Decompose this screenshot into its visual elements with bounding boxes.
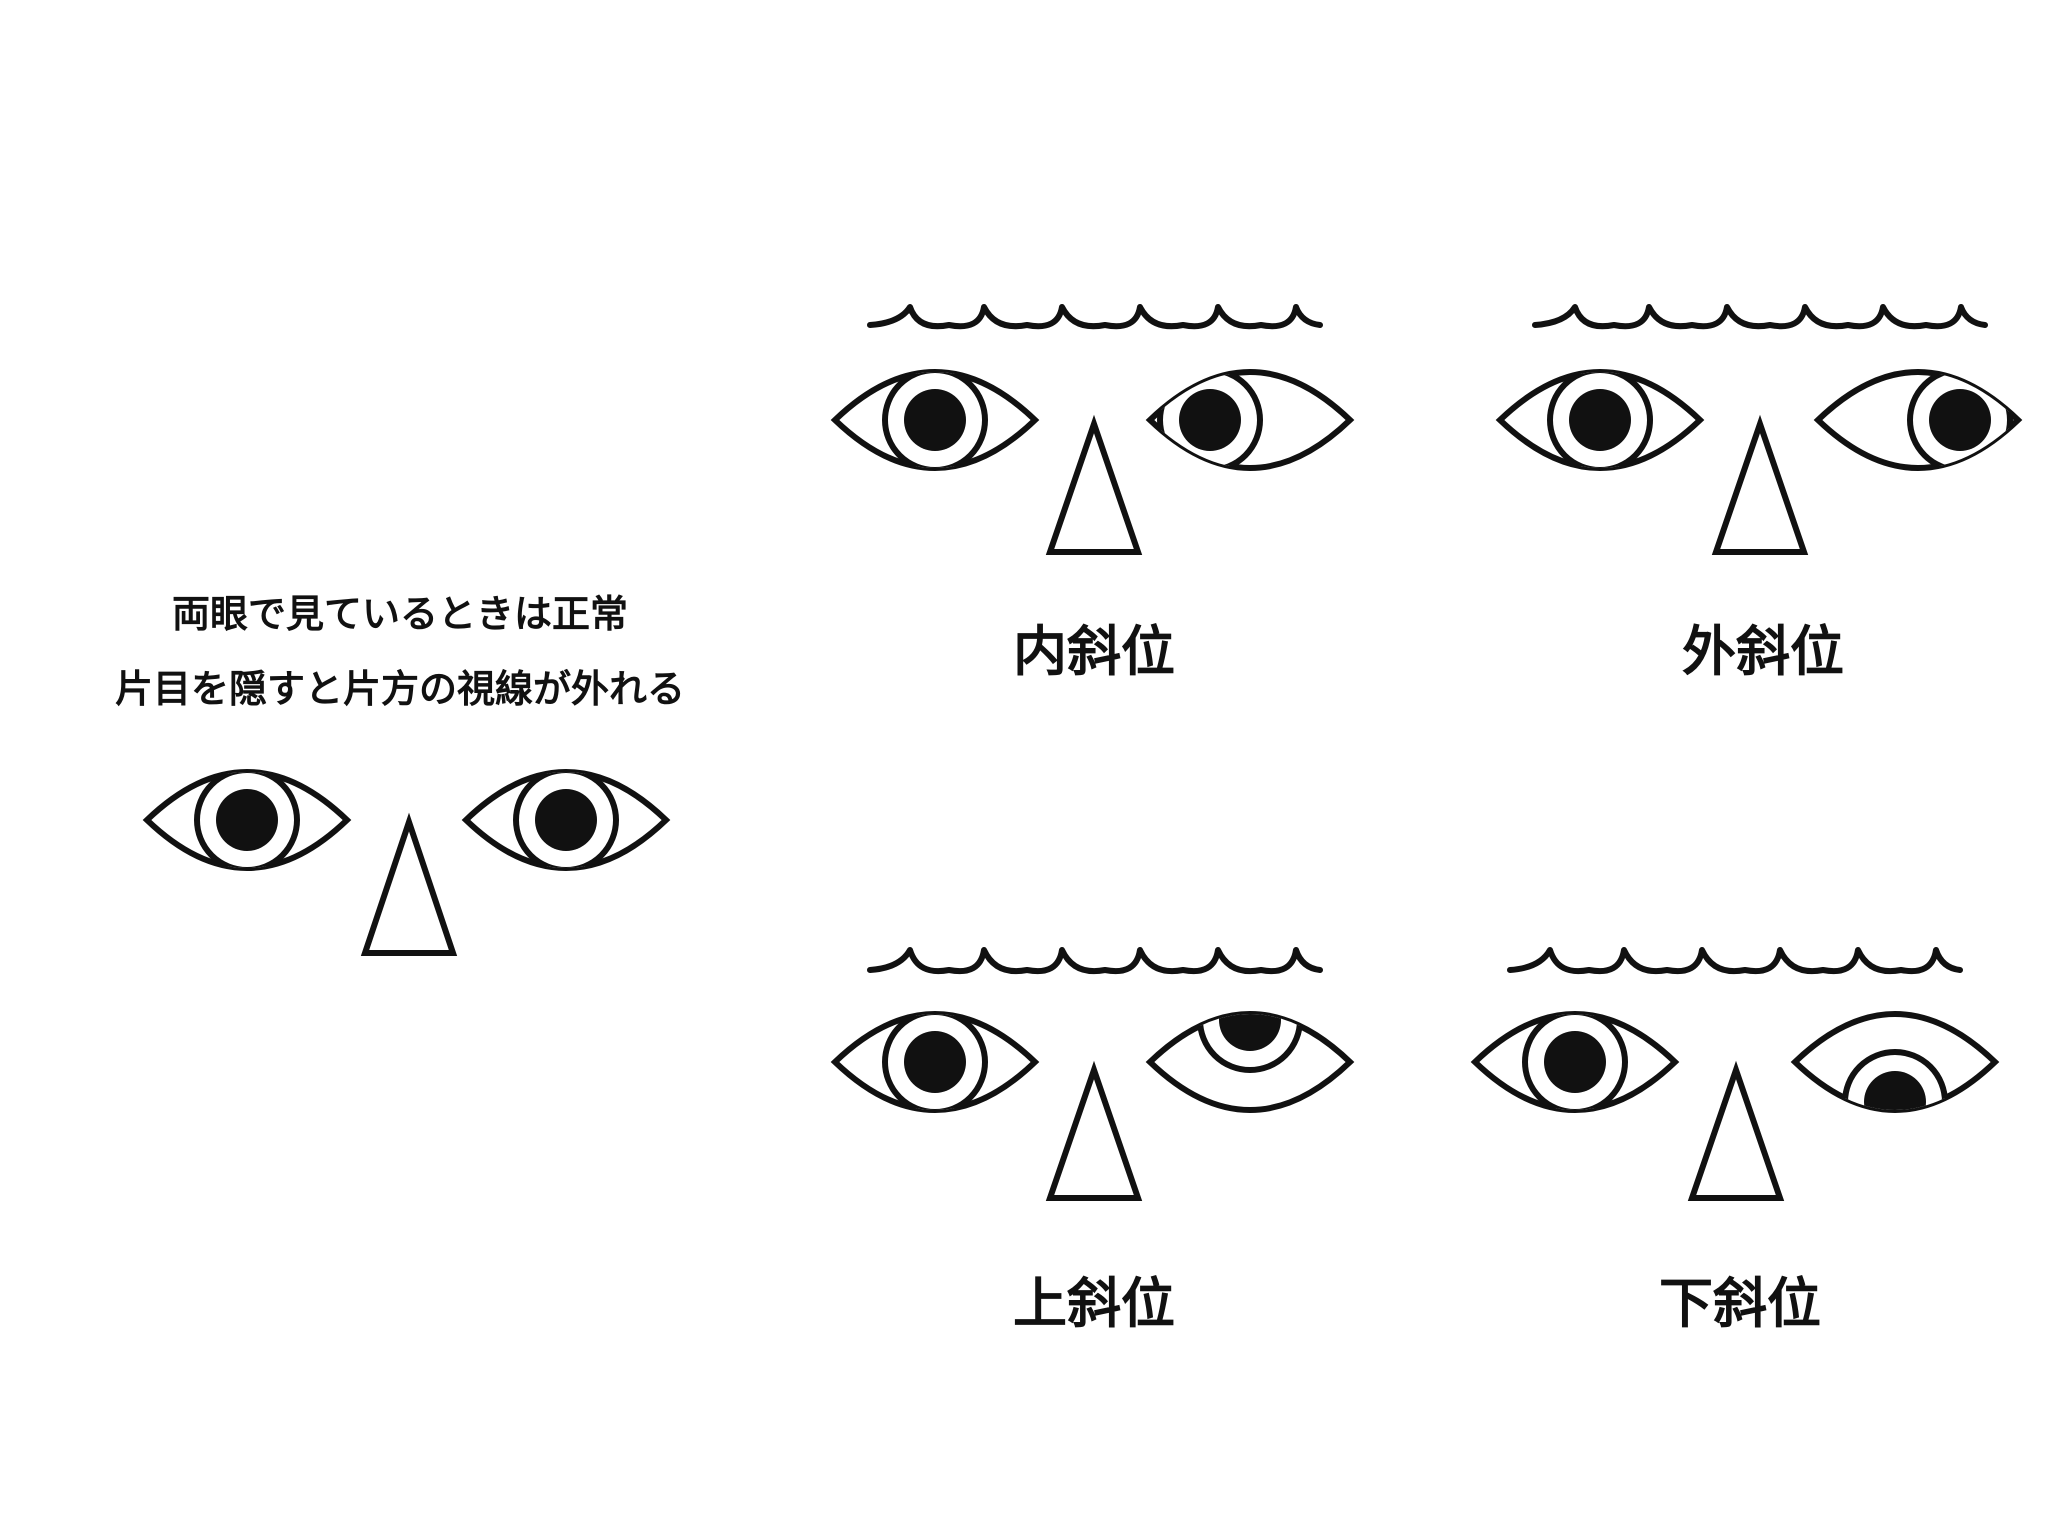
right-eye-hypophoria-iris-group [1842,1049,1948,1110]
intro-line-2: 片目を隠すと片方の視線が外れる [115,667,685,711]
left-eye-exophoria [1495,369,1705,471]
face-normal [142,769,671,956]
left-eye-hyperphoria [830,1011,1040,1113]
right-eye-normal [461,769,671,871]
label-hyperphoria: 上斜位 [1013,1272,1175,1335]
right-eye-normal-pupil [535,789,597,851]
left-eye-hyperphoria-pupil [904,1031,966,1093]
left-eye-normal [142,769,352,871]
face-hypophoria [1470,947,2000,1201]
nose-hypophoria [1687,1060,1785,1201]
right-eye-esophoria [1145,369,1355,471]
left-eye-hypophoria-pupil [1544,1031,1606,1093]
left-eye-exophoria-pupil [1569,389,1631,451]
nose-esophoria [1045,414,1143,555]
face-exophoria [1495,304,2023,555]
left-eye-esophoria [830,369,1040,471]
hair-hypophoria [1507,947,1963,974]
faces-layer [142,304,2023,1201]
right-eye-hyperphoria-iris-group [1197,1014,1303,1073]
left-eye-exophoria-iris-group [1547,372,1653,468]
nose-exophoria [1711,414,1809,555]
right-eye-hypophoria [1790,1011,2000,1113]
right-eye-esophoria-pupil [1179,389,1241,451]
label-hypophoria: 下斜位 [1659,1272,1821,1335]
face-esophoria [830,304,1355,555]
hair-esophoria [867,304,1323,330]
right-eye-exophoria-pupil [1929,389,1991,451]
left-eye-hyperphoria-iris-group [882,1014,988,1110]
right-eye-hyperphoria-pupil [1219,1014,1281,1051]
right-eye-esophoria-iris-group [1157,372,1263,468]
label-exophoria: 外斜位 [1682,620,1844,683]
right-eye-normal-iris-group [513,772,619,868]
face-hyperphoria [830,947,1355,1201]
left-eye-hypophoria [1470,1011,1680,1113]
left-eye-normal-pupil [216,789,278,851]
nose-normal [360,812,458,956]
hair-exophoria [1532,304,1988,330]
left-eye-esophoria-iris-group [882,372,988,468]
label-esophoria: 内斜位 [1013,620,1175,683]
right-eye-exophoria [1813,369,2023,471]
right-eye-hypophoria-pupil [1864,1071,1926,1110]
right-eye-hyperphoria [1145,1011,1355,1113]
left-eye-esophoria-pupil [904,389,966,451]
left-eye-hypophoria-iris-group [1522,1014,1628,1110]
left-eye-normal-iris-group [194,772,300,868]
hair-hyperphoria [867,947,1323,974]
nose-hyperphoria [1045,1060,1143,1201]
right-eye-exophoria-iris-group [1907,372,2013,468]
intro-line-1: 両眼で見ているときは正常 [172,592,628,636]
